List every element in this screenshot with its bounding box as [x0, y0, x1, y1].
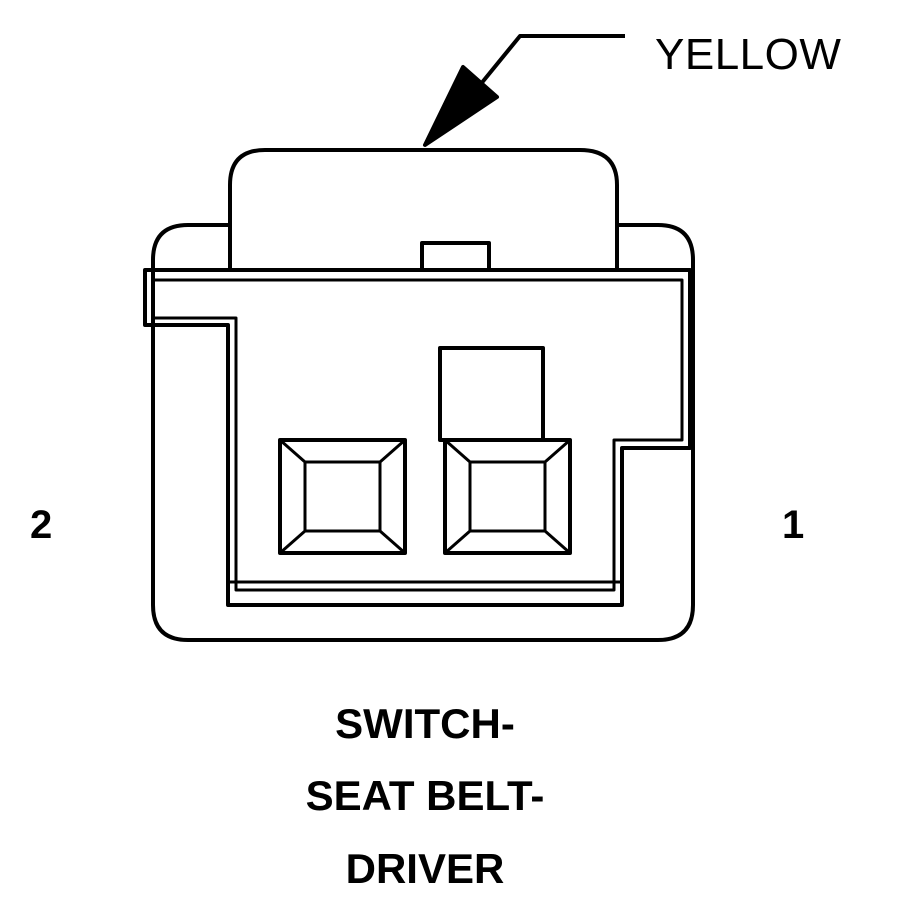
connector-lock-tab: [228, 148, 619, 270]
pin-2-label: 2: [30, 503, 53, 547]
leader-line: [478, 34, 625, 87]
pin-1-label: 1: [782, 503, 805, 547]
leader-arrowhead: [423, 65, 499, 147]
latch-nub: [420, 241, 491, 270]
polarizing-key: [438, 346, 545, 442]
wire-color-label: YELLOW: [655, 30, 842, 79]
housing-outer-line: [143, 268, 692, 607]
cavity-pin-2: [278, 438, 407, 555]
connector-title-line-3: DRIVER: [345, 845, 505, 892]
connector-title-line-1: SWITCH-: [335, 700, 515, 747]
housing-inner-line: [153, 278, 684, 592]
connector-title-line-2: SEAT BELT-: [305, 772, 545, 819]
connector-body: [151, 223, 695, 642]
cavity-pin-1: [443, 438, 572, 555]
